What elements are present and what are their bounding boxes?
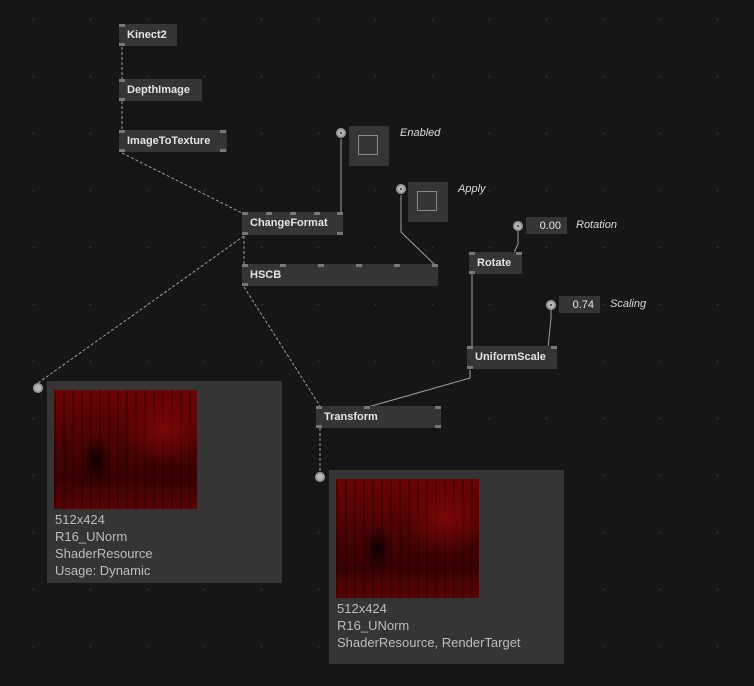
- texture-info: 512x424 R16_UNorm ShaderResource, Render…: [337, 600, 521, 651]
- texture-info-line: 512x424: [55, 512, 105, 527]
- input-pin[interactable]: [119, 24, 125, 27]
- scaling-label: Scaling: [610, 298, 647, 310]
- input-pin[interactable]: [318, 264, 324, 267]
- node-imagetotexture[interactable]: ImageToTexture: [119, 130, 227, 152]
- link-apply-hscb: [400, 195, 436, 266]
- input-pin[interactable]: [394, 264, 400, 267]
- scaling-pin-icon[interactable]: [546, 300, 556, 310]
- output-pin[interactable]: [119, 98, 125, 101]
- enabled-label: Enabled: [400, 127, 441, 139]
- input-pin[interactable]: [316, 406, 322, 409]
- link-hscb-transform: [243, 286, 321, 407]
- link-scaling-uniformscale: [547, 309, 552, 349]
- input-pin[interactable]: [364, 406, 370, 409]
- node-label: UniformScale: [475, 351, 546, 363]
- output-pin[interactable]: [242, 232, 248, 235]
- node-label: Transform: [324, 411, 378, 423]
- node-hscb[interactable]: HSCB: [242, 264, 438, 286]
- input-pin[interactable]: [266, 212, 272, 215]
- input-pin[interactable]: [242, 212, 248, 215]
- output-pin[interactable]: [435, 425, 441, 428]
- input-pin[interactable]: [119, 130, 125, 133]
- input-pin[interactable]: [220, 130, 226, 133]
- node-label: HSCB: [250, 269, 282, 281]
- node-label: Rotate: [477, 257, 512, 269]
- node-kinect2[interactable]: Kinect2: [119, 24, 177, 46]
- rotation-pin-icon[interactable]: [513, 221, 523, 231]
- input-pin[interactable]: [469, 252, 475, 255]
- texture-preview-left[interactable]: 512x424 R16_UNorm ShaderResource Usage: …: [47, 381, 282, 583]
- node-label: Kinect2: [127, 29, 167, 41]
- texture-preview-image: [54, 390, 197, 509]
- input-pin[interactable]: [314, 212, 320, 215]
- link-imagetotexture-changeformat: [121, 152, 245, 215]
- rotation-value-field[interactable]: 0.00: [526, 217, 567, 234]
- input-pin[interactable]: [467, 346, 473, 349]
- output-pin[interactable]: [316, 425, 322, 428]
- input-pin[interactable]: [516, 252, 522, 255]
- rotation-label: Rotation: [576, 219, 617, 231]
- node-depthimage[interactable]: DepthImage: [119, 79, 202, 101]
- node-transform[interactable]: Transform: [316, 406, 441, 428]
- node-label: ChangeFormat: [250, 217, 328, 229]
- node-label: DepthImage: [127, 84, 190, 96]
- input-pin[interactable]: [435, 406, 441, 409]
- apply-pin-icon[interactable]: [396, 184, 406, 194]
- output-pin[interactable]: [242, 283, 248, 286]
- link-rotation-rotate: [513, 231, 519, 254]
- link-uniformscale-transform: [367, 370, 471, 408]
- output-pin[interactable]: [337, 232, 343, 235]
- node-uniformscale[interactable]: UniformScale: [467, 346, 557, 369]
- input-pin[interactable]: [290, 212, 296, 215]
- enabled-pin-icon[interactable]: [336, 128, 346, 138]
- output-pin[interactable]: [119, 149, 125, 152]
- output-pin[interactable]: [220, 149, 226, 152]
- node-rotate[interactable]: Rotate: [469, 252, 522, 274]
- preview-right-pin-icon[interactable]: [315, 472, 325, 482]
- texture-info-line: ShaderResource, RenderTarget: [337, 635, 521, 650]
- texture-preview-right[interactable]: 512x424 R16_UNorm ShaderResource, Render…: [329, 470, 564, 664]
- checkbox-icon: [358, 135, 378, 155]
- apply-toggle[interactable]: [408, 182, 448, 222]
- input-pin[interactable]: [119, 79, 125, 82]
- node-label: ImageToTexture: [127, 135, 211, 147]
- checkbox-icon: [417, 191, 437, 211]
- link-changeformat-preview: [37, 235, 245, 384]
- texture-info-line: R16_UNorm: [55, 529, 128, 544]
- node-changeformat[interactable]: ChangeFormat: [242, 212, 343, 235]
- output-pin[interactable]: [469, 271, 475, 274]
- preview-left-pin-icon[interactable]: [33, 383, 43, 393]
- texture-info: 512x424 R16_UNorm ShaderResource Usage: …: [55, 511, 153, 579]
- apply-label: Apply: [458, 183, 486, 195]
- input-pin[interactable]: [551, 346, 557, 349]
- texture-info-line: 512x424: [337, 601, 387, 616]
- output-pin[interactable]: [467, 366, 473, 369]
- texture-info-line: Usage: Dynamic: [55, 563, 151, 578]
- output-pin[interactable]: [119, 43, 125, 46]
- input-pin[interactable]: [356, 264, 362, 267]
- texture-preview-image: [336, 479, 479, 598]
- input-pin[interactable]: [337, 212, 343, 215]
- texture-info-line: ShaderResource: [55, 546, 153, 561]
- enabled-toggle[interactable]: [349, 126, 389, 166]
- scaling-value-field[interactable]: 0.74: [559, 296, 600, 313]
- input-pin[interactable]: [280, 264, 286, 267]
- texture-info-line: R16_UNorm: [337, 618, 410, 633]
- input-pin[interactable]: [242, 264, 248, 267]
- input-pin[interactable]: [432, 264, 438, 267]
